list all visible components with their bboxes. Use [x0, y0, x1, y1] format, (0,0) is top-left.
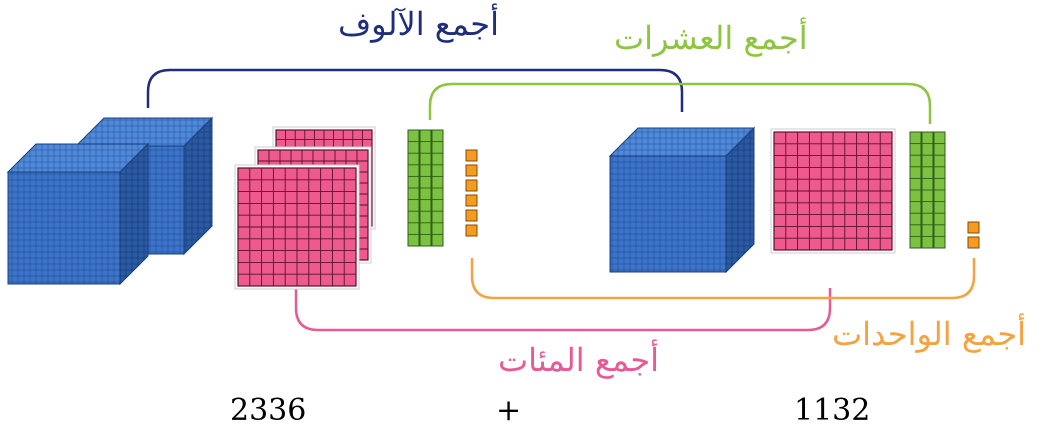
- unit-cube: [465, 194, 478, 207]
- ten-rod: [407, 129, 420, 247]
- unit-cube: [465, 149, 478, 162]
- hundred-flat: [770, 128, 896, 254]
- ten-rod: [921, 131, 934, 249]
- ten-rod: [431, 129, 444, 247]
- unit-cube: [465, 164, 478, 177]
- unit-cube: [465, 224, 478, 237]
- left-number: 2336: [230, 393, 307, 428]
- right-number: 1132: [794, 393, 871, 428]
- ten-rod: [909, 131, 922, 249]
- thousand-cube: [6, 142, 150, 286]
- thousands-label: أجمع الآلوف: [338, 5, 499, 43]
- hundreds-label: أجمع المئات: [498, 341, 660, 379]
- hundred-flat: [234, 164, 360, 290]
- ten-rod: [933, 131, 946, 249]
- unit-cube: [465, 179, 478, 192]
- unit-cube: [967, 236, 980, 249]
- ones-bracket: [470, 258, 976, 300]
- plus-operator: +: [496, 393, 522, 428]
- hundreds-bracket: [294, 288, 832, 332]
- thousands-bracket: [146, 68, 684, 112]
- tens-label: أجمع العشرات: [614, 19, 808, 57]
- unit-cube: [465, 209, 478, 222]
- tens-bracket: [428, 82, 932, 124]
- thousand-cube: [608, 126, 756, 274]
- ones-label: أجمع الواحدات: [832, 315, 1027, 353]
- ten-rod: [419, 129, 432, 247]
- unit-cube: [967, 221, 980, 234]
